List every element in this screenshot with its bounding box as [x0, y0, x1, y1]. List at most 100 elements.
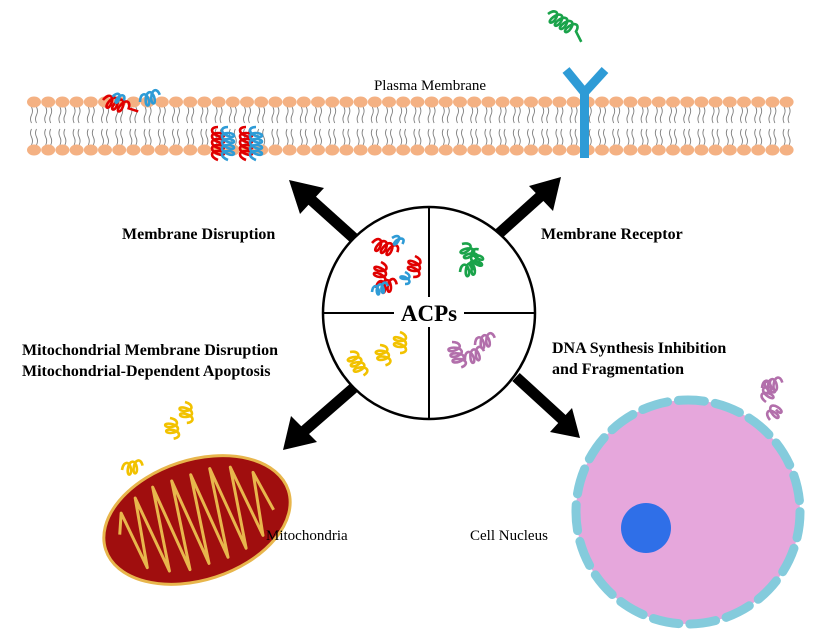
lipid-tail [645, 128, 649, 146]
lipid-head [55, 96, 70, 108]
lipid-tail [711, 128, 715, 146]
lipid-head [566, 144, 581, 156]
lipid-tail [385, 128, 388, 146]
lipid-head [481, 144, 496, 156]
lipid-tail [285, 128, 289, 146]
lipid-head [211, 96, 226, 108]
lipid-tail [115, 128, 119, 146]
lipid-head [509, 144, 524, 156]
lipid-tail [503, 106, 507, 124]
lipid-tail [588, 106, 592, 124]
lipid-tail [574, 128, 578, 146]
lipid-tail [725, 128, 729, 146]
lipid-tail [219, 106, 223, 124]
lipid-tail [361, 106, 365, 124]
lipid-tail [702, 128, 706, 146]
lipid-tail [697, 106, 701, 124]
lipid-tail [569, 106, 573, 124]
lipid-tail [91, 106, 95, 124]
lipid-head [722, 96, 737, 108]
lipid-head [438, 96, 453, 108]
lipid-tail [674, 128, 677, 146]
lipid-head [268, 144, 283, 156]
lipid-head [83, 96, 98, 108]
lipid-tail [489, 128, 493, 146]
lipid-tail [603, 128, 606, 146]
lipid-head [751, 96, 766, 108]
lipid-tail [527, 106, 530, 124]
quadrant-membrane-peptides [370, 234, 422, 296]
lipid-tail [773, 128, 777, 146]
lipid-tail [186, 106, 190, 124]
lipid-tail [233, 106, 237, 124]
lipid-tail [517, 106, 521, 124]
lipid-tail [787, 128, 791, 146]
lipid-head [481, 96, 496, 108]
lipid-tail [418, 106, 422, 124]
lipid-head [69, 96, 84, 108]
lipid-tail [233, 128, 237, 146]
lipid-tail [617, 128, 621, 146]
arrow-to-membrane-disruption [289, 180, 361, 246]
lipid-head [779, 144, 794, 156]
lipid-tail [631, 106, 635, 124]
mitochondrion [102, 454, 292, 586]
lipid-head [382, 144, 396, 156]
lipid-head [737, 144, 751, 156]
lipid-tail [659, 106, 663, 124]
quadrant-nucleus-peptides [447, 331, 496, 369]
receptor-bound-peptide [547, 10, 583, 43]
lipid-tail [120, 128, 124, 146]
lipid-head [296, 96, 311, 108]
lipid-tail [143, 128, 147, 146]
lipid-tail [555, 106, 559, 124]
arrow-to-nucleus [512, 372, 580, 438]
lipid-tail [58, 128, 62, 146]
lipid-tail [276, 128, 280, 146]
lipid-tail [129, 128, 133, 146]
lipid-head [41, 96, 56, 108]
lipid-head [41, 144, 56, 156]
lipid-tail [768, 128, 772, 146]
lipid-tail [688, 128, 692, 146]
lipid-tail [631, 128, 635, 146]
lipid-head [353, 144, 368, 156]
lipid-tail [44, 106, 48, 124]
arrow-to-mitochondria [283, 380, 361, 450]
lipid-tail [205, 128, 209, 146]
lipid-tail [91, 128, 95, 146]
lipid-head [765, 96, 780, 108]
lipid-tail [461, 128, 464, 146]
lipid-tail [200, 128, 204, 146]
lipid-tail [745, 106, 748, 124]
lipid-tail [314, 128, 317, 146]
lipid-tail [375, 106, 379, 124]
lipid-head [367, 144, 382, 156]
lipid-head [410, 96, 425, 108]
lipid-tail [588, 128, 592, 146]
lipid-head [467, 96, 482, 108]
lipid-head [467, 144, 482, 156]
lipid-head [296, 144, 311, 156]
lipid-head [154, 96, 169, 108]
mito-mechanism-line1: Mitochondrial Membrane Disruption [22, 342, 278, 359]
lipid-tail [177, 106, 180, 124]
lipid-tail [314, 106, 317, 124]
lipid-tail [560, 128, 564, 146]
nucleolus [621, 503, 671, 553]
lipid-head [651, 144, 666, 156]
lipid-head [509, 96, 524, 108]
lipid-head [382, 96, 396, 108]
lipid-tail [669, 128, 672, 146]
lipid-tail [532, 106, 535, 124]
lipid-tail [773, 106, 777, 124]
lipid-head [524, 144, 538, 156]
lipid-head [154, 144, 169, 156]
lipid-tail [446, 106, 450, 124]
cell-nucleus-label: Cell Nucleus [470, 528, 548, 544]
lipid-tail [782, 106, 786, 124]
lipid-head [552, 144, 567, 156]
lipid-tail [262, 128, 266, 146]
cell-nucleus [571, 395, 805, 629]
lipid-tail [262, 106, 266, 124]
